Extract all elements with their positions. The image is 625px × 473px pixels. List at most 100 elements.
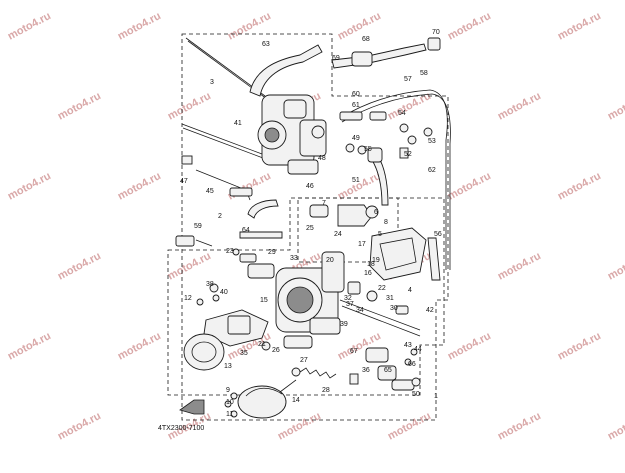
callout-57: 57 <box>404 76 412 83</box>
watermark-text: moto4.ru <box>116 170 163 203</box>
callout-50: 50 <box>412 391 420 398</box>
callout-45: 45 <box>206 188 214 195</box>
callout-65: 65 <box>384 367 392 374</box>
bracket-45 <box>181 155 253 201</box>
rod-lower <box>181 123 263 155</box>
callout-69: 69 <box>332 55 340 62</box>
watermark-text: moto4.ru <box>56 410 103 443</box>
right-lower-parts <box>349 347 421 391</box>
callout-3: 3 <box>210 79 214 86</box>
callout-9: 9 <box>226 387 230 394</box>
watermark-text: moto4.ru <box>496 90 543 123</box>
diagram-code: 4TX2300-7100 <box>158 425 204 432</box>
cover-13 <box>183 333 225 371</box>
watermark-text: moto4.ru <box>386 410 433 443</box>
diaphragm-14 <box>237 379 297 419</box>
callout-30: 30 <box>390 305 398 312</box>
watermark-text: moto4.ru <box>496 250 543 283</box>
watermark-layer: moto4.ru moto4.ru moto4.ru moto4.ru moto4.ru… <box>6 10 625 443</box>
hose-63 <box>249 44 323 97</box>
callout-28: 28 <box>322 387 330 394</box>
callout-46: 46 <box>306 183 314 190</box>
callout-52: 52 <box>404 151 412 158</box>
watermark-text: moto4.ru <box>446 170 493 203</box>
hose-64-lower <box>239 231 283 239</box>
callout-11: 11 <box>226 411 233 418</box>
watermark-text: moto4.ru <box>276 410 323 443</box>
watermark-text: moto4.ru <box>556 330 603 363</box>
small-fittings-top-right <box>339 111 433 163</box>
callout-22: 22 <box>378 285 386 292</box>
callout-48: 48 <box>318 155 326 162</box>
watermark-text: moto4.ru <box>446 330 493 363</box>
carburetor-upper <box>257 94 327 175</box>
callout-23: 23 <box>226 248 234 255</box>
left-fasteners <box>196 253 257 306</box>
part-26 <box>261 335 313 377</box>
callout-29: 29 <box>268 249 276 256</box>
callout-41: 41 <box>234 120 242 127</box>
watermark-text: moto4.ru <box>166 90 213 123</box>
callout-60: 60 <box>352 91 360 98</box>
hose-56 <box>427 237 441 281</box>
callout-32: 32 <box>344 295 352 302</box>
callout-63: 63 <box>262 41 270 48</box>
fuel-filter <box>351 51 373 67</box>
callout-55: 55 <box>364 146 372 153</box>
fuel-hose-68 <box>331 43 427 69</box>
watermark-text: moto4.ru <box>6 330 53 363</box>
callout-7: 7 <box>322 200 326 207</box>
callout-15: 15 <box>260 297 268 304</box>
watermark-text: moto4.ru <box>606 250 625 283</box>
callout-20: 20 <box>326 257 334 264</box>
callout-25: 25 <box>306 225 314 232</box>
callout-36: 36 <box>362 367 370 374</box>
watermark-text: moto4.ru <box>556 10 603 43</box>
callout-12: 12 <box>184 295 192 302</box>
callout-34: 34 <box>356 307 364 314</box>
callout-62: 62 <box>428 167 436 174</box>
callout-68: 68 <box>362 36 370 43</box>
callout-66: 66 <box>408 361 416 368</box>
hose-51 <box>371 155 389 206</box>
watermark-text: moto4.ru <box>116 330 163 363</box>
cover-5 <box>369 227 427 281</box>
callout-26: 26 <box>272 347 280 354</box>
callout-27: 27 <box>300 357 308 364</box>
callout-33: 33 <box>290 255 298 262</box>
watermark-text: moto4.ru <box>446 10 493 43</box>
callout-17: 17 <box>358 241 366 248</box>
callout-19: 19 <box>372 257 380 264</box>
callout-16: 16 <box>364 270 372 277</box>
spring-28 <box>299 367 337 379</box>
callout-13: 13 <box>224 363 232 370</box>
watermark-text: moto4.ru <box>6 170 53 203</box>
callout-5: 5 <box>378 231 382 238</box>
callout-51: 51 <box>352 177 360 184</box>
callout-70: 70 <box>432 29 440 36</box>
callout-4: 4 <box>408 287 412 294</box>
callout-38: 38 <box>206 281 214 288</box>
callout-67: 67 <box>350 348 358 355</box>
callout-59: 59 <box>194 223 202 230</box>
watermark-text: moto4.ru <box>56 90 103 123</box>
front-arrow-icon <box>179 399 205 415</box>
callout-53: 53 <box>428 138 436 145</box>
watermark-text: moto4.ru <box>6 10 53 43</box>
callout-64: 64 <box>242 227 250 234</box>
callout-18: 18 <box>367 261 375 268</box>
callout-31: 31 <box>386 295 394 302</box>
cable-57-b <box>341 93 451 270</box>
watermark-text: moto4.ru <box>606 90 625 123</box>
watermark-text: moto4.ru <box>116 10 163 43</box>
callout-49: 49 <box>352 135 360 142</box>
hose-64 <box>247 199 279 219</box>
callout-14: 14 <box>292 397 300 404</box>
callout-54: 54 <box>398 110 406 117</box>
callout-44: 44 <box>414 346 422 353</box>
linkage <box>339 281 421 337</box>
fitting-70 <box>427 37 441 51</box>
bottom-fasteners <box>224 392 238 418</box>
